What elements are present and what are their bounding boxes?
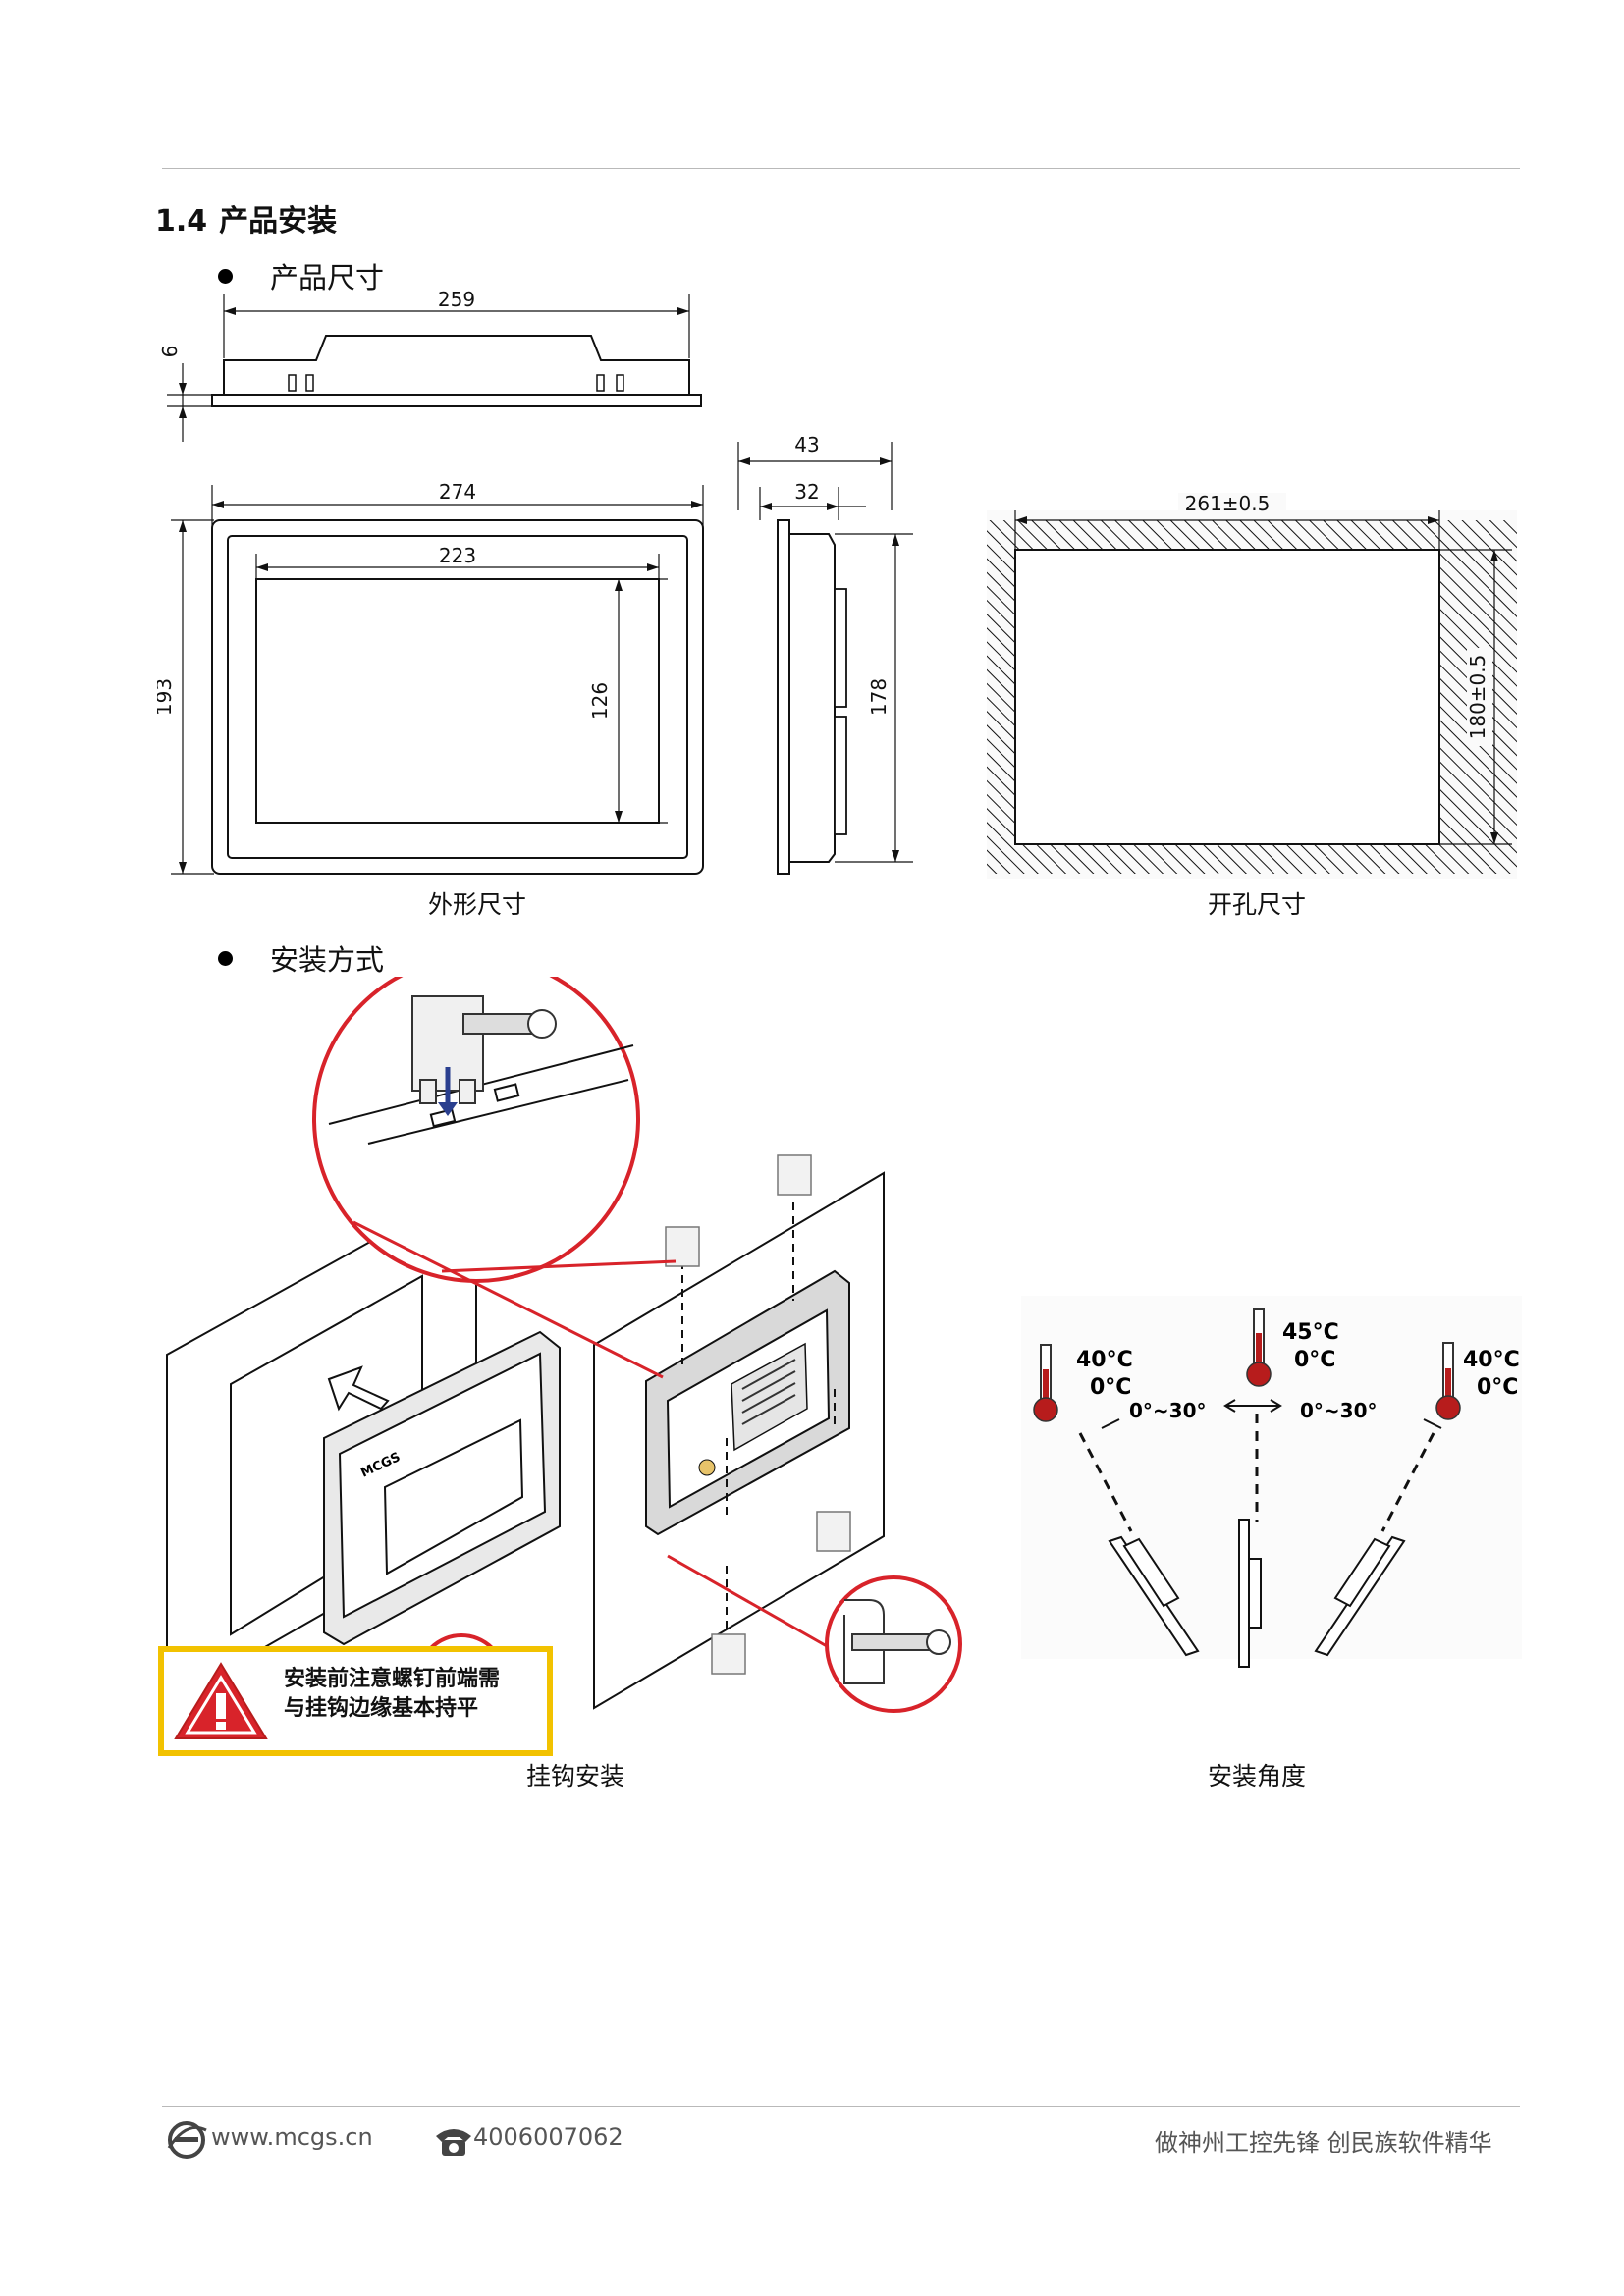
dim-cutout-width: 261±0.5: [1185, 492, 1271, 515]
left-temp-min: 0°C: [1090, 1375, 1131, 1400]
left-angle-range: 0°~30°: [1129, 1399, 1207, 1422]
warning-line-1: 安装前注意螺钉前端需: [284, 1667, 501, 1691]
cutout-drawing: 261±0.5 180±0.5: [987, 492, 1517, 879]
center-temp-max: 45°C: [1282, 1320, 1339, 1345]
warning-line-2: 与挂钩边缘基本持平: [284, 1696, 479, 1721]
right-temp-max: 40°C: [1463, 1348, 1520, 1372]
front-view-drawing: 274 223 126 193: [157, 480, 704, 875]
install-angle-illustration: 40°C 0°C 45°C 0°C 40°C 0°C 0°~30° 0°~30°: [1021, 1296, 1522, 1668]
dim-top-width: 259: [438, 288, 475, 311]
left-temp-max: 40°C: [1076, 1348, 1133, 1372]
dim-cutout-height: 180±0.5: [1466, 655, 1489, 740]
footer-slogan: 做神州工控先锋 创民族软件精华: [1155, 2129, 1492, 2157]
bullet-mounting: 安装方式: [218, 937, 384, 979]
ie-icon: [167, 2121, 207, 2159]
bullet-icon: [218, 950, 233, 966]
dim-top-height: 6: [158, 346, 182, 358]
dim-front-outer-height: 193: [157, 678, 176, 716]
phone-icon: [436, 2129, 471, 2156]
right-angle-range: 0°~30°: [1300, 1399, 1378, 1422]
right-temp-min: 0°C: [1477, 1375, 1518, 1400]
thermometer-icon: [1435, 1342, 1461, 1420]
screw-callout: [312, 977, 640, 1283]
caption-outline: 外形尺寸: [427, 890, 526, 919]
bullet-dimensions: 产品尺寸: [218, 255, 384, 296]
bullet-dimensions-label: 产品尺寸: [270, 261, 385, 294]
dim-front-outer-width: 274: [439, 480, 476, 504]
section-heading: 1.4 产品安装: [155, 196, 337, 240]
footer-phone[interactable]: 4006007062: [473, 2123, 623, 2151]
warning-box: 安装前注意螺钉前端需 与挂钩边缘基本持平: [158, 1646, 553, 1756]
warning-triangle-icon: [174, 1662, 268, 1739]
caption-hook-install: 挂钩安装: [525, 1762, 624, 1790]
thermometer-icon: [1033, 1344, 1058, 1422]
footer-rule: [162, 2106, 1520, 2107]
hook-installation-illustration: MCGS: [166, 977, 962, 1724]
bullet-mounting-label: 安装方式: [270, 943, 385, 977]
warning-text: 安装前注意螺钉前端需 与挂钩边缘基本持平: [284, 1665, 500, 1724]
caption-install-angle: 安装角度: [1207, 1762, 1306, 1790]
footer-website[interactable]: www.mcgs.cn: [211, 2123, 373, 2151]
bullet-icon: [218, 268, 233, 284]
center-temp-min: 0°C: [1294, 1348, 1335, 1372]
section-title: 产品安装: [219, 204, 338, 239]
side-view-drawing: 43 32 178: [737, 433, 913, 875]
dim-front-inner-width: 223: [439, 544, 476, 567]
caption-cutout: 开孔尺寸: [1207, 890, 1306, 919]
header-rule: [162, 168, 1520, 169]
dim-front-inner-height: 126: [588, 682, 612, 720]
top-view-drawing: 259 6: [158, 288, 702, 442]
dim-side-total-depth: 43: [794, 433, 819, 456]
dim-side-depth: 32: [794, 480, 819, 504]
dim-side-height: 178: [867, 678, 891, 716]
section-number: 1.4: [155, 204, 208, 239]
thermometer-icon: [1246, 1308, 1272, 1387]
